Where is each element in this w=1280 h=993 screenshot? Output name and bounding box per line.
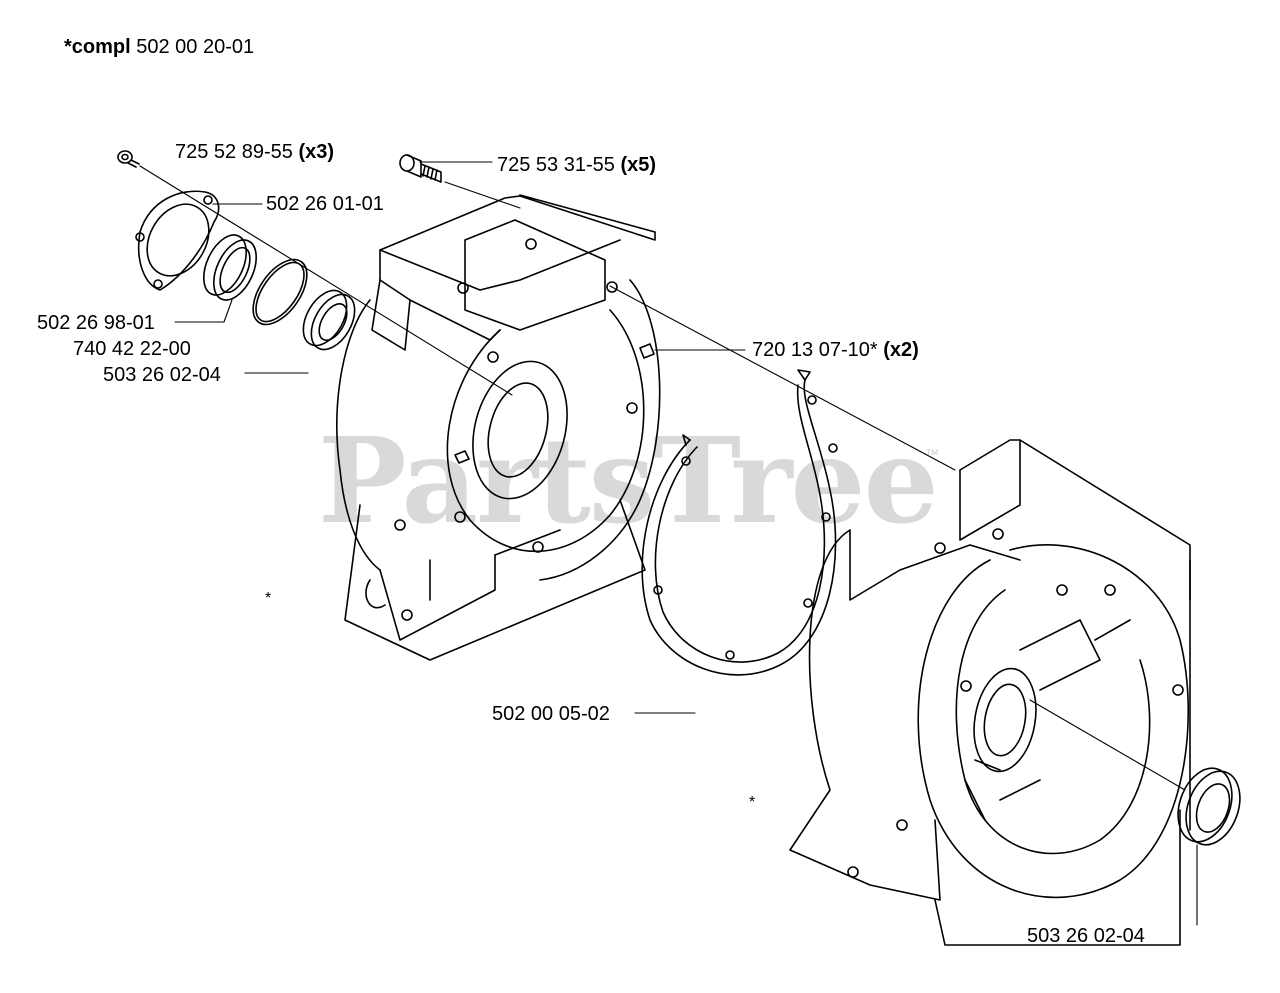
label-oring: 740 42 22-00 <box>73 338 191 360</box>
label-oring-number: 740 42 22-00 <box>73 338 191 360</box>
seal-left <box>302 289 356 351</box>
assembly-axis-lines <box>139 165 1186 791</box>
label-screw-top-qty: (x3) <box>298 141 335 163</box>
seal-right <box>1177 767 1241 846</box>
header-prefix: *compl <box>64 36 131 58</box>
gasket <box>641 369 838 676</box>
label-screw-top-number: 725 52 89-55 <box>175 141 293 163</box>
crankcase-left <box>336 194 661 661</box>
label-flange-number: 502 26 01-01 <box>266 193 384 215</box>
label-flange: 502 26 01-01 <box>266 193 384 215</box>
label-screw-top: 725 52 89-55 (x3) <box>175 141 334 163</box>
label-seal-left: 503 26 02-04 <box>103 364 221 386</box>
bolt <box>399 154 442 183</box>
header-assembly-number: *compl 502 00 20-01 <box>64 36 254 58</box>
label-seal-right: 503 26 02-04 <box>1027 925 1145 947</box>
asterisk-left: * <box>265 590 272 607</box>
label-bolt: 725 53 31-55 (x5) <box>497 154 656 176</box>
bushing <box>203 234 257 301</box>
label-seal-right-number: 503 26 02-04 <box>1027 925 1145 947</box>
o-ring <box>252 258 308 326</box>
asterisk-right: * <box>749 794 756 811</box>
label-bushing-number: 502 26 98-01 <box>37 312 155 334</box>
label-gasket-number: 502 00 05-02 <box>492 703 610 725</box>
leader-lines <box>174 161 1198 926</box>
label-bushing: 502 26 98-01 <box>37 312 155 334</box>
label-gasket: 502 00 05-02 <box>492 703 610 725</box>
label-seal-left-number: 503 26 02-04 <box>103 364 221 386</box>
screw-small <box>117 150 140 168</box>
label-bolt-qty: (x5) <box>620 154 657 176</box>
flange-plate <box>135 190 220 291</box>
watermark-trademark: ™ <box>925 446 939 462</box>
header-number: 502 00 20-01 <box>136 36 255 58</box>
label-pin-number: 720 13 07-10* <box>752 339 878 361</box>
crankcase-right <box>789 439 1191 946</box>
label-pin: 720 13 07-10* (x2) <box>752 339 919 361</box>
label-bolt-number: 725 53 31-55 <box>497 154 615 176</box>
label-pin-qty: (x2) <box>883 339 919 361</box>
